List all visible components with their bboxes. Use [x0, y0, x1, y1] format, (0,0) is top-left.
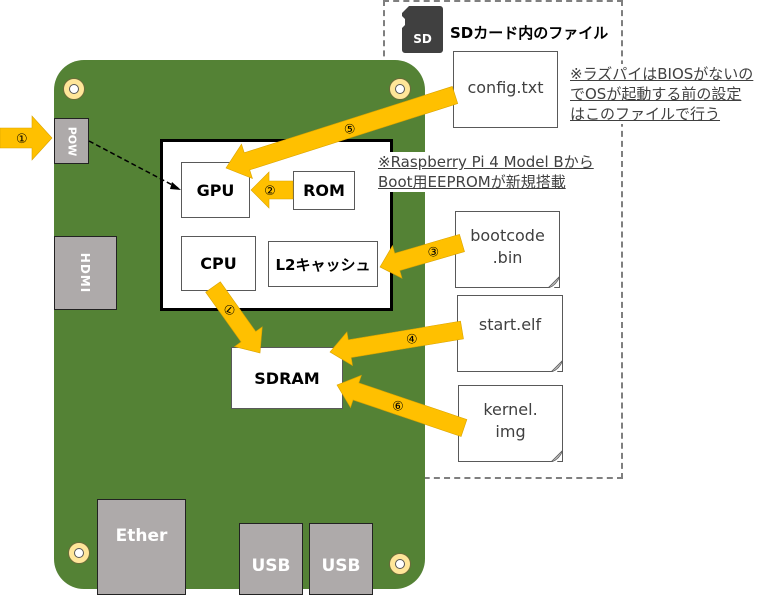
- file-name-line1: kernel.: [483, 400, 538, 419]
- cpu-block: CPU: [181, 236, 256, 291]
- cpu-label: CPU: [200, 254, 237, 273]
- page-fold-icon: [551, 360, 563, 372]
- file-bootcode-bin: bootcode .bin: [455, 211, 560, 288]
- note-bios-line: はこのファイルで行う: [570, 105, 721, 123]
- usb-port-1-label: USB: [251, 556, 291, 576]
- file-name-line2: .bin: [492, 248, 523, 267]
- gpu-label: GPU: [196, 180, 235, 200]
- rom-label: ROM: [303, 181, 345, 200]
- power-port: POW: [54, 118, 89, 164]
- sd-card-region-top-border: [383, 0, 623, 3]
- note-bios: ※ラズパイはBIOSがないの でOSが起動する前の設定 はこのファイルで行う: [570, 64, 754, 124]
- file-config-txt: config.txt: [453, 51, 558, 128]
- hdmi-port-label: HDMI: [78, 252, 93, 294]
- mounting-hole-icon: [389, 78, 411, 100]
- sd-card-icon: SD: [402, 6, 443, 53]
- note-eeprom: ※Raspberry Pi 4 Model Bから Boot用EEPROMが新規…: [374, 152, 598, 192]
- file-name: config.txt: [467, 78, 544, 97]
- ethernet-port: Ether: [97, 499, 186, 595]
- file-kernel-img: kernel. img: [458, 385, 563, 462]
- file-name-line1: bootcode: [470, 226, 545, 245]
- note-bios-line: ※ラズパイはBIOSがないの: [570, 65, 754, 83]
- power-port-label: POW: [64, 126, 78, 156]
- arrow-step-1: [0, 115, 53, 161]
- sdram-block: SDRAM: [231, 347, 343, 409]
- mounting-hole-icon: [68, 542, 90, 564]
- note-eeprom-line: Boot用EEPROMが新規搭載: [378, 173, 566, 191]
- sd-section-title: SDカード内のファイル: [450, 24, 609, 42]
- page-fold-icon: [548, 276, 560, 288]
- mounting-hole-icon: [63, 78, 85, 100]
- page-fold-icon: [551, 450, 563, 462]
- usb-port-2-label: USB: [321, 556, 361, 576]
- note-bios-line: でOSが起動する前の設定: [570, 85, 742, 103]
- usb-port-1: USB: [239, 523, 303, 595]
- sdram-label: SDRAM: [254, 368, 320, 388]
- file-start-elf: start.elf: [457, 295, 563, 372]
- note-eeprom-line: ※Raspberry Pi 4 Model Bから: [378, 153, 594, 171]
- hdmi-port: HDMI: [54, 236, 117, 310]
- ethernet-port-label: Ether: [115, 526, 168, 546]
- file-name-line2: img: [495, 422, 526, 441]
- l2-cache-label: L2キャッシュ: [275, 255, 371, 274]
- usb-port-2: USB: [309, 523, 373, 595]
- rom-block: ROM: [293, 171, 355, 210]
- arrow-step-1-label: ①: [16, 132, 28, 147]
- l2-cache-block: L2キャッシュ: [268, 241, 378, 287]
- file-name: start.elf: [478, 315, 542, 334]
- mounting-hole-icon: [389, 553, 411, 575]
- sd-icon-label: SD: [413, 32, 432, 46]
- gpu-block: GPU: [181, 162, 250, 218]
